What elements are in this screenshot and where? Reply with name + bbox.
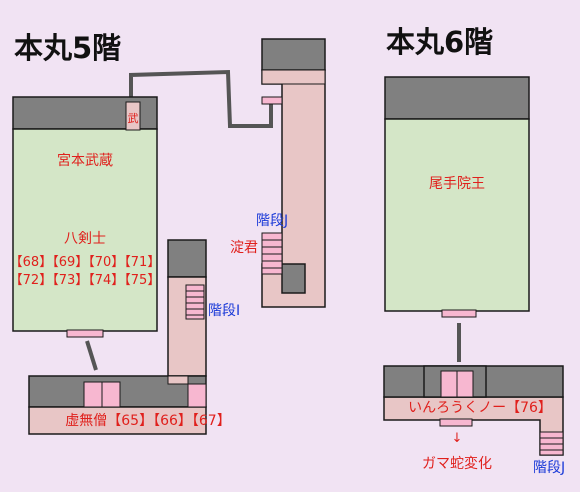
musashi-marker-tile <box>125 101 141 131</box>
floor5-corridor-i: 階段I <box>167 239 240 377</box>
npc-label-yodogimi: 淀君 <box>230 240 258 256</box>
lower-hall-side-door <box>187 383 207 408</box>
floor5-title: 本丸5階 <box>14 31 121 65</box>
floor5-lower-hall: 虚無僧【65】【66】【67】 <box>28 375 231 435</box>
floor6-lower-hall: いんろうくノー【76】 ↓ ガマ蛇変化 階段J <box>383 365 565 476</box>
f6-lower-door-left <box>440 370 458 398</box>
group-label-komuso: 虚無僧【65】【66】【67】 <box>65 413 230 429</box>
lower-hall-door-left <box>83 381 103 408</box>
path-5f-main-to-corridor-j <box>129 69 273 128</box>
stairs-i <box>185 284 205 320</box>
f6-lower-bottom-door <box>439 418 473 427</box>
boss-label-musashi: 宮本武蔵 <box>57 153 113 169</box>
floor5-corridor-j: 階段J 淀君 <box>230 38 326 308</box>
down-arrow-icon: ↓ <box>452 431 463 446</box>
corridor-j-door <box>261 96 283 105</box>
floor6-throne-room: 尾手院王 <box>384 76 530 318</box>
group-label-hakkenshi: 八剣士 <box>64 231 106 247</box>
throne-room-door <box>441 309 477 318</box>
stairs-j-6f <box>539 431 564 456</box>
path-5f-main-to-lower <box>85 340 98 371</box>
transform-note: ガマ蛇変化 <box>422 455 492 472</box>
stairs-j-label-5f: 階段J <box>256 213 288 229</box>
floor5-main-hall: 武 宮本武蔵 八剣士 【68】【69】【70】【71】 【72】【73】【74】… <box>10 96 161 338</box>
stairs-j-5f <box>261 232 283 275</box>
boss-label-otein: 尾手院王 <box>429 176 485 192</box>
group-numbers-row1: 【68】【69】【70】【71】 <box>10 255 161 270</box>
group-numbers-row2: 【72】【73】【74】【75】 <box>10 273 161 288</box>
f6-lower-door-right <box>456 370 474 398</box>
main-hall-door <box>66 329 104 338</box>
stairs-j-label-6f: 階段J <box>533 460 565 476</box>
stairs-i-label: 階段I <box>208 303 240 319</box>
lower-hall-door-right <box>101 381 121 408</box>
musashi-marker: 武 <box>128 112 139 125</box>
floor6-title: 本丸6階 <box>386 25 493 59</box>
group-label-inro-kunoichi: いんろうくノー【76】 <box>408 400 552 416</box>
